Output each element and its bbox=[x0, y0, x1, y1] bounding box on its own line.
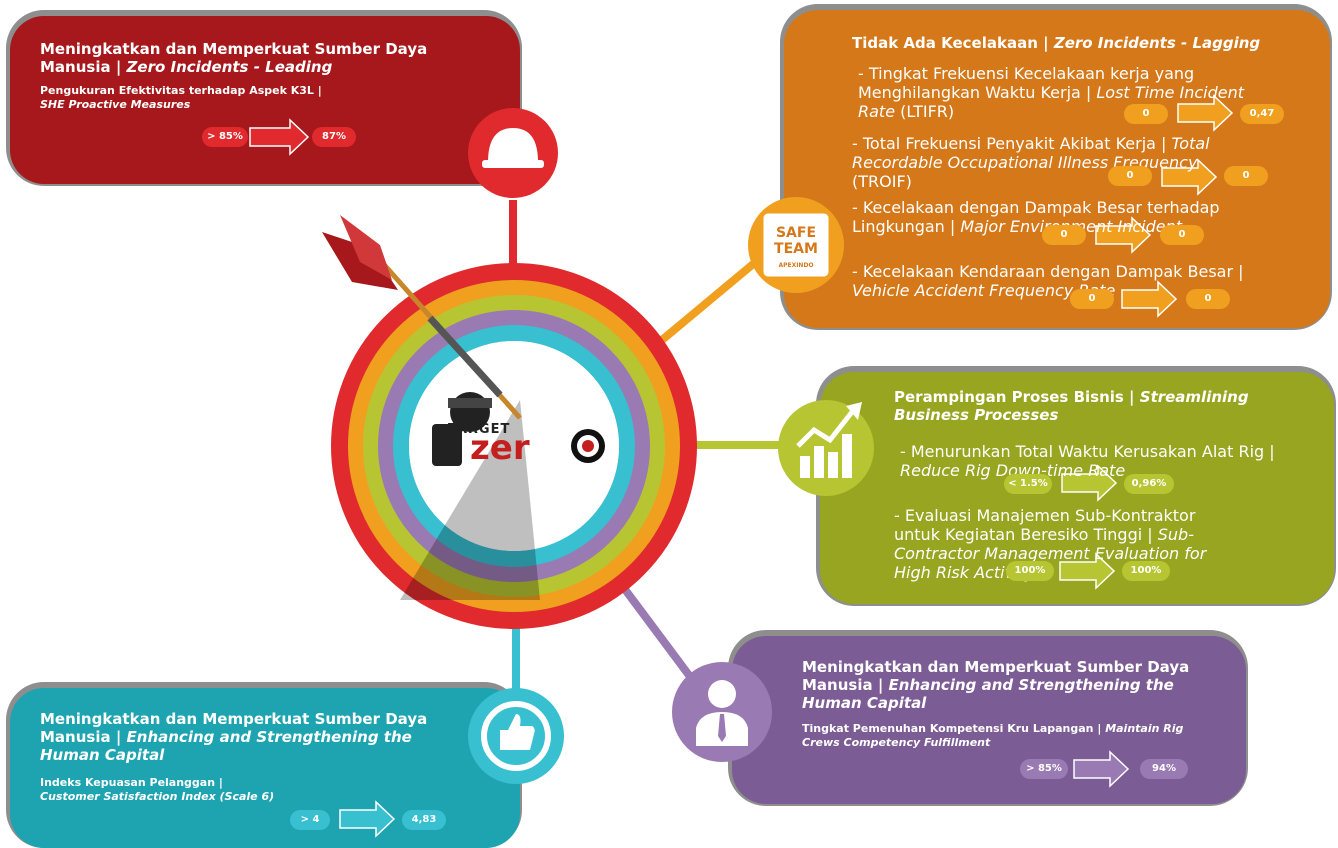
orange-arrow-2 bbox=[1161, 158, 1218, 196]
purple-title-italic: Enhancing and Strengthening the Human Ca… bbox=[802, 676, 1174, 712]
green-item-2-target: 100% bbox=[1006, 561, 1054, 581]
green-item-1-label: - Menurunkan Total Waktu Kerusakan Alat … bbox=[900, 442, 1275, 480]
orange-item-3-target: 0 bbox=[1042, 225, 1086, 245]
red-panel-title: Meningkatkan dan Memperkuat Sumber Daya … bbox=[40, 40, 440, 76]
orange-arrow-3 bbox=[1095, 216, 1152, 254]
red-item-label: Pengukuran Efektivitas terhadap Aspek K3… bbox=[40, 84, 322, 97]
green-item-1-actual: 0,96% bbox=[1124, 474, 1174, 494]
red-title-main: Meningkatkan dan Memperkuat Sumber Daya … bbox=[40, 40, 428, 76]
teal-item-label: Indeks Kepuasan Pelanggan | bbox=[40, 776, 223, 789]
ring-orange bbox=[348, 280, 680, 612]
green-item-2-label: - Evaluasi Manajemen Sub-Kontraktor untu… bbox=[894, 506, 1207, 582]
red-item-label-italic: SHE Proactive Measures bbox=[40, 98, 191, 111]
teal-arrow bbox=[339, 800, 396, 838]
ring-purple bbox=[378, 310, 650, 582]
teal-panel-bg bbox=[10, 688, 520, 848]
orange-item-2-target: 0 bbox=[1108, 166, 1152, 186]
teal-title-main: Meningkatkan dan Memperkuat Sumber Daya … bbox=[40, 710, 428, 746]
orange-title-main: Tidak Ada Kecelakaan | bbox=[852, 34, 1054, 52]
badge-line-team: TEAM bbox=[774, 241, 818, 257]
orange-panel-title: Tidak Ada Kecelakaan | Zero Incidents - … bbox=[852, 34, 1312, 52]
red-arrow bbox=[249, 118, 310, 156]
teal-target-pill: > 4 bbox=[290, 810, 330, 830]
orange-title-italic: Zero Incidents - Lagging bbox=[1053, 34, 1261, 52]
orange-item-3-actual: 0 bbox=[1160, 225, 1204, 245]
red-panel-bg bbox=[10, 16, 520, 184]
green-panel-title: Perampingan Proses Bisnis | Streamlining… bbox=[894, 388, 1284, 424]
orange-item-4-label: - Kecelakaan Kendaraan dengan Dampak Bes… bbox=[852, 262, 1244, 300]
purple-actual-pill: 94% bbox=[1140, 759, 1188, 779]
green-arrow-2 bbox=[1059, 552, 1116, 590]
orange-arrow-1 bbox=[1177, 94, 1234, 132]
purple-panel: Meningkatkan dan Memperkuat Sumber Daya … bbox=[802, 658, 1222, 750]
purple-connector bbox=[608, 569, 704, 693]
red-title-italic: Zero Incidents - Leading bbox=[126, 58, 333, 76]
red-actual-pill: 87% bbox=[312, 127, 356, 147]
dart-icon bbox=[322, 215, 522, 420]
badge-line-apexindo: APEXINDO bbox=[778, 262, 814, 269]
safe-team-badge-icon bbox=[760, 210, 832, 280]
orange-item-2-actual: 0 bbox=[1224, 166, 1268, 186]
green-item-2-actual: 100% bbox=[1122, 561, 1170, 581]
orange-item-2-label: - Total Frekuensi Penyakit Akibat Kerja … bbox=[852, 134, 1210, 191]
orange-connector bbox=[647, 246, 773, 354]
target-zero-logo bbox=[432, 392, 605, 466]
businessman-icon bbox=[696, 680, 748, 746]
purple-item-label: Tingkat Pemenuhan Kompetensi Kru Lapanga… bbox=[802, 722, 1184, 749]
orange-panel-bg bbox=[784, 10, 1330, 328]
ring-teal bbox=[393, 325, 635, 567]
orange-arrow-4 bbox=[1121, 280, 1178, 318]
hard-hat-icon bbox=[482, 128, 544, 168]
orange-item-4-actual: 0 bbox=[1186, 289, 1230, 309]
teal-panel-title: Meningkatkan dan Memperkuat Sumber Daya … bbox=[40, 710, 460, 764]
red-panel: Meningkatkan dan Memperkuat Sumber Daya … bbox=[40, 40, 440, 112]
thumbs-up-badge-icon bbox=[481, 701, 551, 771]
orange-panel: Tidak Ada Kecelakaan | Zero Incidents - … bbox=[852, 34, 1312, 52]
teal-actual-pill: 4,83 bbox=[402, 810, 446, 830]
purple-panel-title: Meningkatkan dan Memperkuat Sumber Daya … bbox=[802, 658, 1222, 712]
green-icon-circle bbox=[778, 400, 874, 496]
logo-top-text: TARGET bbox=[448, 422, 511, 437]
ring-green bbox=[363, 295, 665, 597]
teal-item-italic: Customer Satisfaction Index (Scale 6) bbox=[40, 790, 275, 803]
teal-panel: Meningkatkan dan Memperkuat Sumber Daya … bbox=[40, 710, 460, 804]
green-arrow-1 bbox=[1061, 464, 1118, 502]
badge-line-safe: SAFE bbox=[775, 225, 817, 241]
purple-title-main: Meningkatkan dan Memperkuat Sumber Daya … bbox=[802, 658, 1190, 694]
purple-arrow bbox=[1073, 750, 1130, 788]
orange-item-4-target: 0 bbox=[1070, 289, 1114, 309]
green-item-1-target: < 1.5% bbox=[1004, 474, 1052, 494]
logo-main-text: zer bbox=[470, 428, 530, 468]
red-target-pill: > 85% bbox=[202, 127, 248, 147]
ring-red bbox=[331, 263, 697, 629]
orange-item-1-target: 0 bbox=[1124, 104, 1168, 124]
orange-item-1-actual: 0,47 bbox=[1240, 104, 1284, 124]
green-panel: Perampingan Proses Bisnis | Streamlining… bbox=[894, 388, 1284, 424]
teal-title-italic: Enhancing and Strengthening the Human Ca… bbox=[40, 728, 412, 764]
dart-shadow bbox=[400, 400, 540, 600]
green-title-main: Perampingan Proses Bisnis | bbox=[894, 388, 1140, 406]
orange-item-1-label: - Tingkat Frekuensi Kecelakaan kerja yan… bbox=[858, 64, 1245, 121]
green-title-italic: Streamlining Business Processes bbox=[894, 388, 1249, 424]
ring-center bbox=[409, 341, 619, 551]
purple-target-pill: > 85% bbox=[1020, 759, 1068, 779]
growth-chart-icon bbox=[796, 402, 862, 478]
